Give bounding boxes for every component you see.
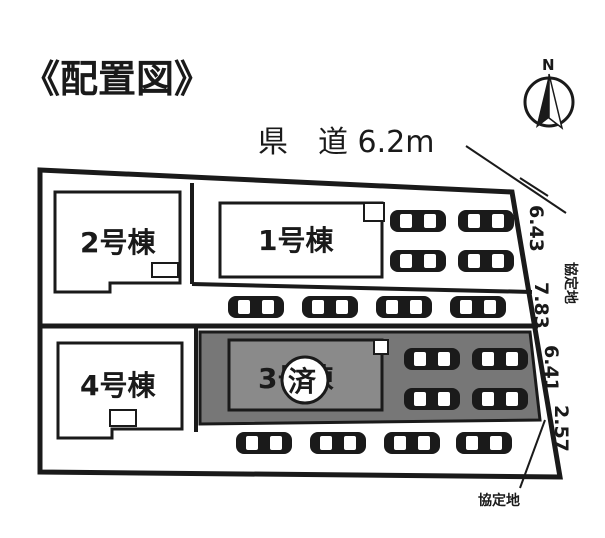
- dimension-label: 7.83: [530, 282, 552, 329]
- building-2-label: 2号棟: [80, 226, 156, 259]
- road-label: 県 道 6.2m: [258, 125, 434, 160]
- building-1-label: 1号棟: [258, 224, 334, 257]
- parking-cars: [228, 210, 528, 454]
- sold-badge-label: 済: [288, 365, 317, 398]
- car-icon: [458, 250, 514, 272]
- car-icon: [310, 432, 366, 454]
- page-title: 《配置図》: [22, 57, 212, 101]
- car-icon: [236, 432, 292, 454]
- car-icon: [390, 210, 446, 232]
- north-label: N: [542, 56, 555, 74]
- car-icon: [376, 296, 432, 318]
- car-icon: [404, 348, 460, 370]
- car-icon: [404, 388, 460, 410]
- dimension-labels: 6.43 7.83 6.41 2.57: [525, 205, 572, 452]
- building-4: 4号棟: [56, 341, 184, 440]
- car-icon: [456, 432, 512, 454]
- building-2: 2号棟: [53, 190, 182, 294]
- car-icon: [302, 296, 358, 318]
- dimension-label: 6.43: [525, 205, 547, 252]
- building-4-label: 4号棟: [80, 369, 156, 402]
- north-arrow-icon: N: [523, 56, 575, 130]
- car-icon: [472, 388, 528, 410]
- boundary-marker-label: 協定地: [562, 262, 579, 304]
- car-icon: [458, 210, 514, 232]
- building-3: 3号棟 済: [227, 338, 389, 412]
- dimension-label: 6.41: [540, 345, 562, 392]
- boundary-marker-label: 協定地: [478, 492, 520, 509]
- car-icon: [472, 348, 528, 370]
- sold-badge: [280, 355, 330, 405]
- building-1: 1号棟: [218, 201, 385, 279]
- car-icon: [384, 432, 440, 454]
- dimension-label: 2.57: [550, 405, 572, 452]
- car-icon: [228, 296, 284, 318]
- car-icon: [450, 296, 506, 318]
- car-icon: [390, 250, 446, 272]
